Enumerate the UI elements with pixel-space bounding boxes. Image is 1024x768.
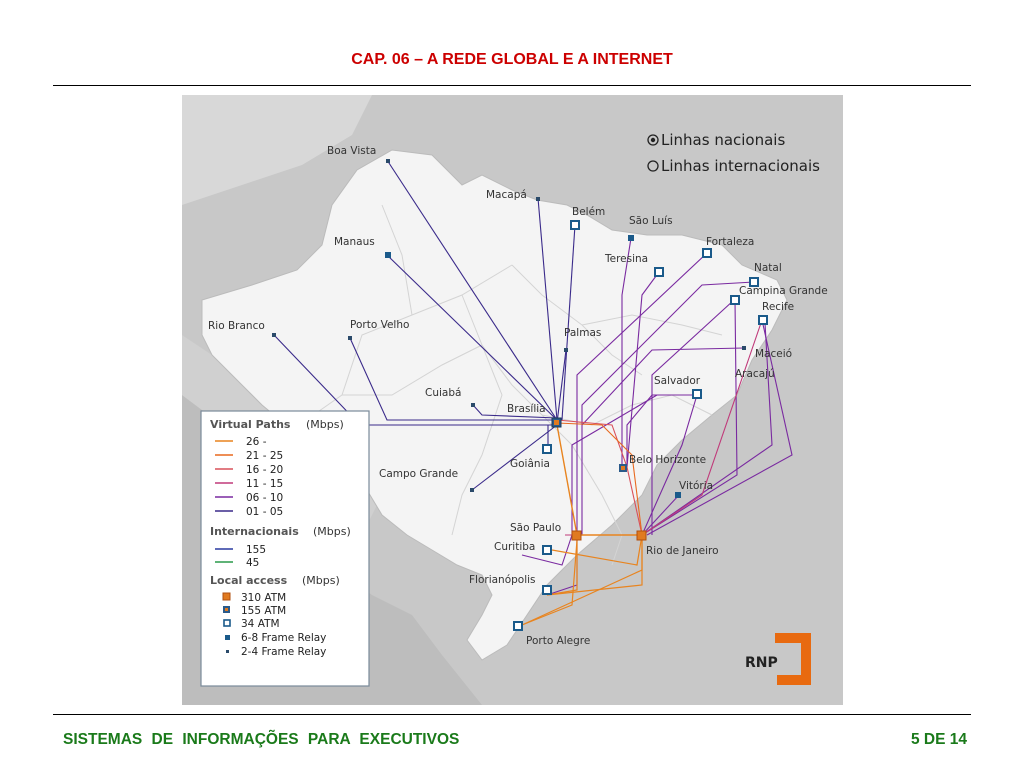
marker-boa-vista: [386, 159, 390, 163]
legend-local-access-title: Local access: [210, 574, 288, 587]
header-divider: [53, 85, 971, 86]
label-teresina: Teresina: [604, 253, 648, 265]
rnp-network-map: Linhas nacionais Linhas internacionais: [182, 95, 843, 705]
marker-brasilia-core: [554, 420, 559, 425]
marker-belo-horizonte-core: [621, 466, 625, 470]
legend-text-16-20: 16 - 20: [246, 464, 283, 476]
marker-goiania: [542, 444, 552, 454]
orange-center-icon: [225, 608, 228, 611]
legend-virtual-paths-unit: (Mbps): [306, 418, 344, 431]
hollow-square-marker-icon: [223, 619, 231, 627]
network-links: [273, 159, 793, 626]
footer-divider: [53, 714, 971, 715]
label-curitiba: Curitiba: [494, 541, 535, 553]
legend-text-26: 26 -: [246, 436, 267, 448]
legend-text-310-atm: 310 ATM: [241, 592, 286, 604]
marker-rio-de-janeiro: [636, 530, 647, 541]
label-belo-horizonte: Belo Horizonte: [629, 454, 706, 466]
marker-maceio: [742, 346, 746, 350]
radio-unselected-icon: [647, 160, 659, 172]
marker-porto-velho: [348, 336, 352, 340]
label-florianopolis: Florianópolis: [469, 574, 536, 586]
marker-rio-branco: [272, 333, 276, 337]
legend-virtual-paths-title: Virtual Paths: [210, 418, 291, 431]
legend-text-34-atm: 34 ATM: [241, 618, 280, 630]
marker-natal: [749, 277, 759, 287]
footer-page-number: 5 DE 14: [910, 731, 967, 748]
label-salvador: Salvador: [654, 375, 701, 387]
legend-international-title: Internacionais: [210, 525, 299, 538]
marker-cuiaba: [471, 403, 475, 407]
label-boa-vista: Boa Vista: [327, 145, 376, 157]
marker-teresina: [654, 267, 664, 277]
label-campina-grande: Campina Grande: [739, 285, 828, 297]
orange-square-marker-icon: [222, 592, 231, 601]
slide-title: CAP. 06 – A REDE GLOBAL E A INTERNET: [351, 51, 673, 68]
rnp-logo-text: RNP: [745, 655, 778, 671]
legend-international-lines: Linhas internacionais: [661, 157, 820, 175]
marker-vitoria: [675, 492, 681, 498]
marker-sao-luis: [628, 235, 634, 241]
marker-curitiba: [542, 545, 552, 555]
label-recife: Recife: [762, 301, 794, 313]
marker-macapa: [536, 197, 540, 201]
label-fortaleza: Fortaleza: [706, 236, 754, 248]
label-sao-luis: São Luís: [629, 215, 673, 227]
label-goiania: Goiânia: [510, 458, 550, 470]
legend-text-6-8-frame-relay: 6-8 Frame Relay: [241, 632, 326, 644]
line-type-legend: Linhas nacionais Linhas internacionais: [647, 131, 820, 175]
marker-salvador: [692, 389, 702, 399]
marker-recife: [758, 315, 768, 325]
label-porto-alegre: Porto Alegre: [526, 635, 590, 647]
legend-national-lines: Linhas nacionais: [661, 131, 785, 149]
marker-florianopolis: [542, 585, 552, 595]
marker-sao-paulo: [571, 530, 582, 541]
marker-palmas: [564, 348, 568, 352]
legend-text-45: 45: [246, 557, 259, 569]
legend-text-155-atm: 155 ATM: [241, 605, 286, 617]
label-brasilia: Brasília: [507, 403, 546, 415]
city-labels: Boa Vista Macapá Belém São Luís Fortalez…: [208, 145, 828, 647]
city-markers: [272, 159, 768, 631]
marker-porto-alegre: [513, 621, 523, 631]
label-campo-grande: Campo Grande: [379, 468, 458, 480]
label-porto-velho: Porto Velho: [350, 319, 409, 331]
marker-campo-grande: [470, 488, 474, 492]
label-belem: Belém: [572, 206, 605, 218]
legend-text-06-10: 06 - 10: [246, 492, 283, 504]
label-palmas: Palmas: [564, 327, 601, 339]
label-rio-branco: Rio Branco: [208, 320, 265, 332]
legend-text-21-25: 21 - 25: [246, 450, 283, 462]
marker-manaus: [385, 252, 391, 258]
bandwidth-legend: Virtual Paths (Mbps) 26 - 21 - 25 16 - 2…: [200, 410, 370, 687]
neighbor-country-north: [182, 95, 372, 205]
label-natal: Natal: [754, 262, 782, 274]
legend-text-01-05: 01 - 05: [246, 506, 283, 518]
legend-text-2-4-frame-relay: 2-4 Frame Relay: [241, 646, 326, 658]
label-macapa: Macapá: [486, 189, 527, 201]
radio-selected-icon: [647, 134, 659, 146]
brazil-landmass: [201, 149, 788, 661]
label-aracaju: Aracajú: [735, 368, 775, 380]
legend-text-155: 155: [246, 544, 266, 556]
label-sao-paulo: São Paulo: [510, 522, 561, 534]
marker-campina-grande: [730, 295, 740, 305]
label-vitoria: Vitória: [679, 480, 713, 492]
label-manaus: Manaus: [334, 236, 375, 248]
marker-fortaleza: [702, 248, 712, 258]
label-cuiaba: Cuiabá: [425, 387, 461, 399]
label-maceio: Maceió: [755, 348, 792, 360]
rnp-logo: RNP: [745, 633, 811, 685]
tiny-square-marker-icon: [226, 650, 229, 653]
marker-belem: [570, 220, 580, 230]
footer-course-title: SISTEMAS DE INFORMAÇÕES PARA EXECUTIVOS: [63, 731, 460, 748]
legend-local-access-unit: (Mbps): [302, 574, 340, 587]
label-rio-de-janeiro: Rio de Janeiro: [646, 545, 719, 557]
legend-text-11-15: 11 - 15: [246, 478, 283, 490]
rnp-logo-shape-icon: [775, 633, 811, 685]
small-square-marker-icon: [225, 635, 230, 640]
radio-dot-icon: [650, 137, 656, 143]
legend-international-unit: (Mbps): [313, 525, 351, 538]
